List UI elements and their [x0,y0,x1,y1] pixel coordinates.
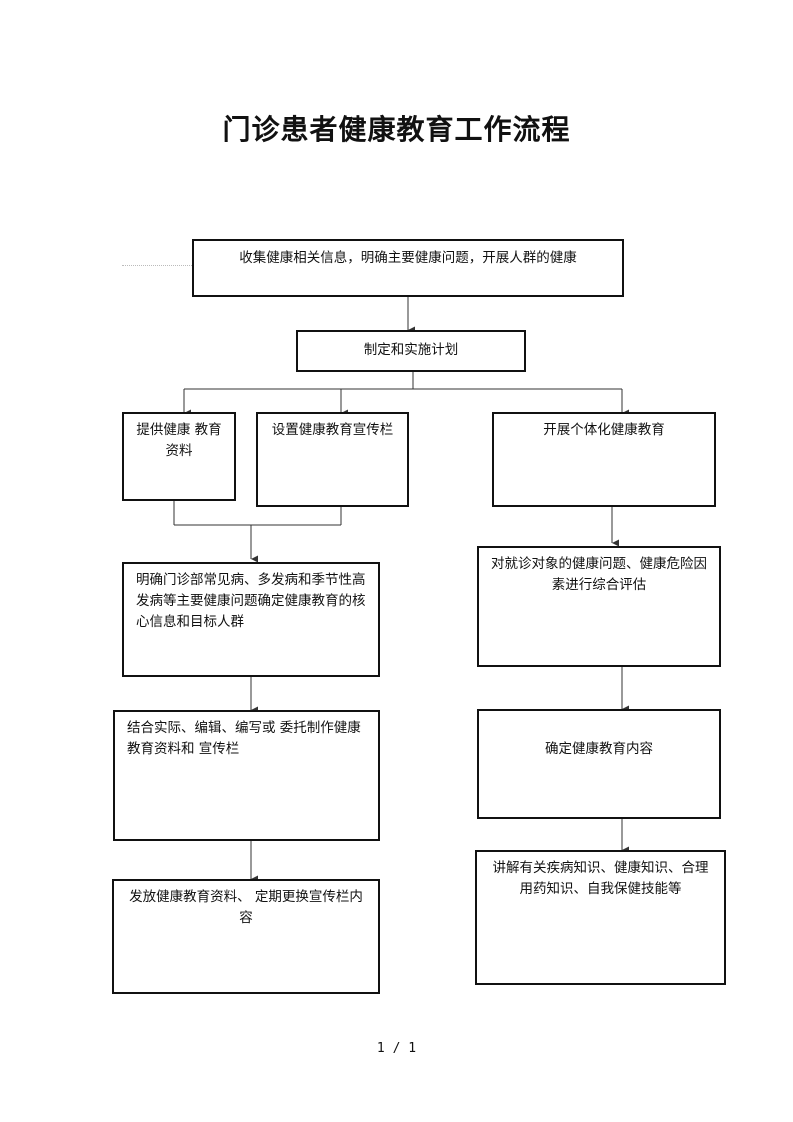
step-provide-materials: 提供健康 教育资料 [122,412,236,501]
step-determine-content: 确定健康教育内容 [477,709,721,819]
step-core-info: 明确门诊部常见病、多发病和季节性高发病等主要健康问题确定健康教育的核心信息和目标… [122,562,380,677]
step-explain-knowledge: 讲解有关疾病知识、健康知识、合理用药知识、自我保健技能等 [475,850,726,985]
step-assess: 对就诊对象的健康问题、健康危险因素进行综合评估 [477,546,721,667]
step-individual-education: 开展个体化健康教育 [492,412,716,507]
step-set-bulletin: 设置健康教育宣传栏 [256,412,409,507]
step-distribute: 发放健康教育资料、 定期更换宣传栏内容 [112,879,380,994]
page-title: 门诊患者健康教育工作流程 [222,113,571,146]
step-compile-materials: 结合实际、编辑、编写或 委托制作健康教育资料和 宣传栏 [113,710,380,841]
step-plan: 制定和实施计划 [296,330,526,372]
page-number: 1 / 1 [376,1041,417,1056]
dotted-guide [122,265,192,266]
step-collect-info: 收集健康相关信息，明确主要健康问题，开展人群的健康 [192,239,624,297]
